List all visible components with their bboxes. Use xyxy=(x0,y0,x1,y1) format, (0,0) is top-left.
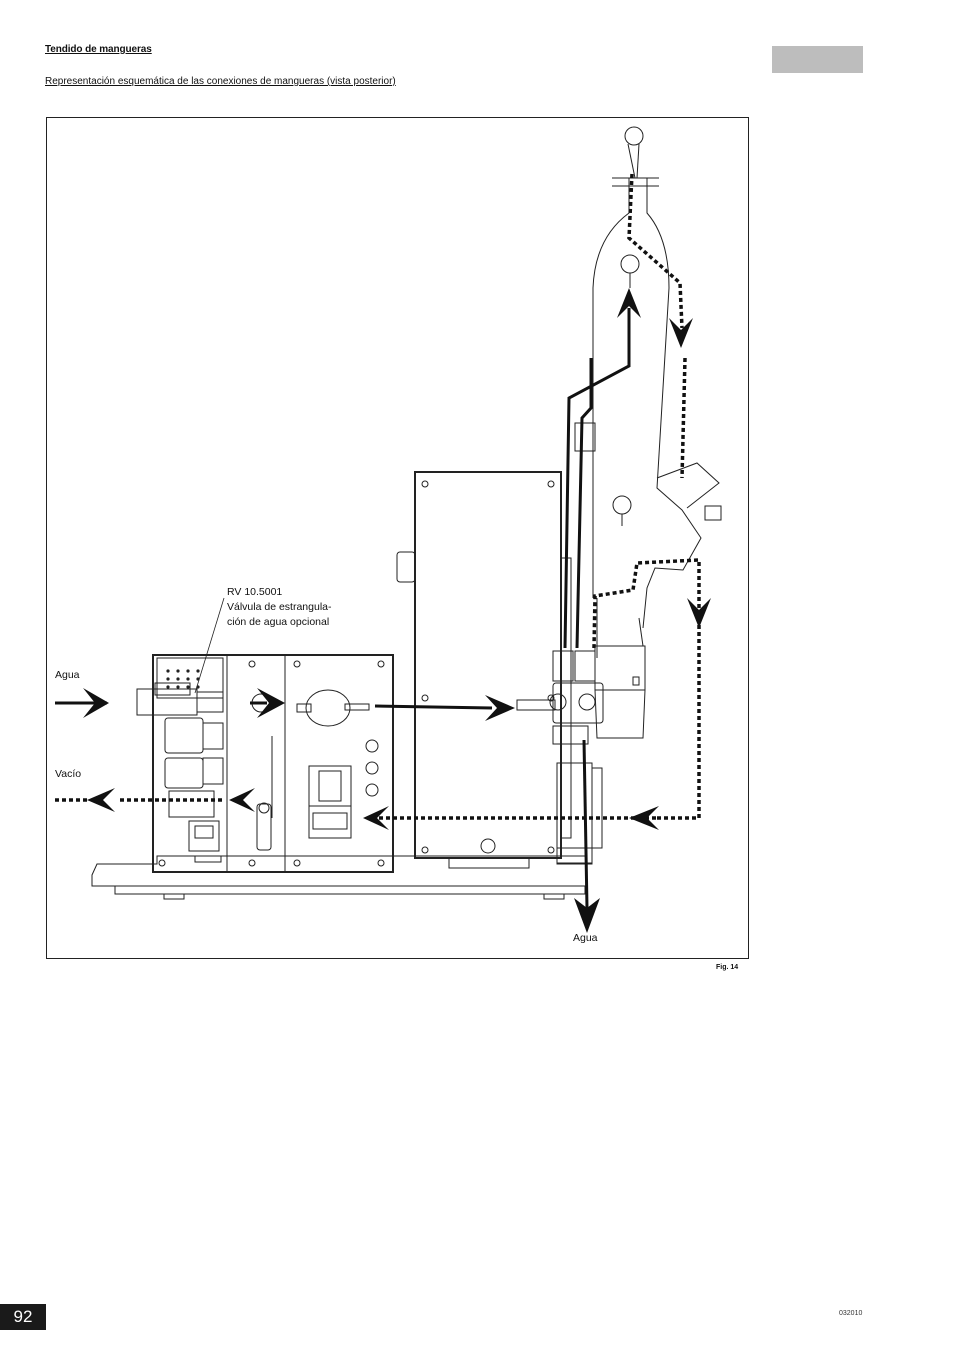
chapter-tab xyxy=(772,46,863,73)
figure-caption: Fig. 14 xyxy=(716,964,739,971)
vacuum-flow-arrow-icon xyxy=(87,318,711,830)
hose-routing-figure: RV 10.5001 Válvula de estrangula- ción d… xyxy=(46,117,749,959)
control-unit xyxy=(152,654,394,873)
tower-housing xyxy=(414,471,562,859)
valve-label-line2: Válvula de estrangula- xyxy=(227,601,332,613)
hose-diagram xyxy=(55,126,722,933)
section-subheading: Representación esquemática de las conexi… xyxy=(45,76,396,87)
water-outlet-label: Agua xyxy=(573,932,598,944)
condenser-outline xyxy=(592,178,630,598)
valve-label-line1: RV 10.5001 xyxy=(227,586,283,598)
section-heading: Tendido de mangueras xyxy=(45,44,152,55)
water-inlet-label: Agua xyxy=(55,669,80,681)
document-code: 032010 xyxy=(839,1310,863,1317)
page-number: 92 xyxy=(0,1304,46,1330)
vacuum-label: Vacío xyxy=(55,768,82,780)
base-foot xyxy=(114,885,586,895)
water-flow-arrow-icon xyxy=(83,288,641,933)
valve-label-line3: ción de agua opcional xyxy=(227,616,330,628)
